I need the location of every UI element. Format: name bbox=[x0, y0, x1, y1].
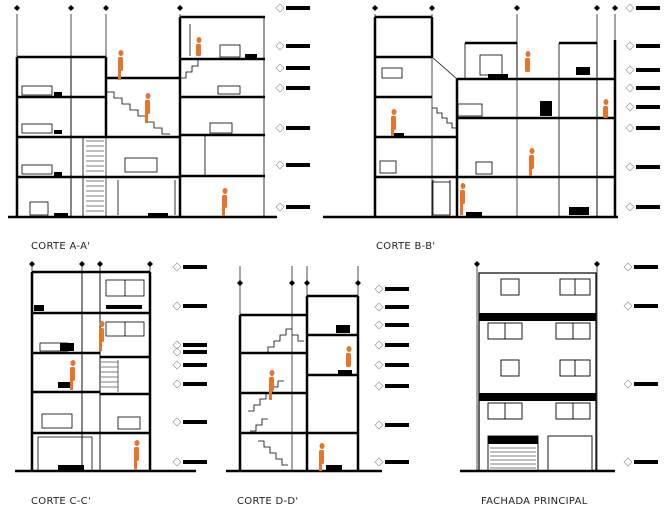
section-c-figures bbox=[70, 321, 140, 470]
axis-head bbox=[514, 5, 520, 11]
level-marker bbox=[172, 347, 207, 357]
axis-head bbox=[612, 5, 618, 11]
level-marker bbox=[172, 379, 207, 389]
level-marker bbox=[623, 262, 658, 272]
level-marker bbox=[172, 301, 207, 311]
level-marker bbox=[374, 420, 409, 430]
level-marker bbox=[374, 302, 409, 312]
axis-head bbox=[177, 5, 183, 11]
level-marker bbox=[275, 83, 310, 93]
level-marker bbox=[172, 340, 207, 350]
section-d-drawing bbox=[226, 266, 382, 473]
level-marker bbox=[623, 379, 658, 389]
axis-head bbox=[97, 261, 103, 267]
level-marker bbox=[623, 457, 658, 467]
level-markers bbox=[172, 3, 660, 467]
level-marker bbox=[275, 202, 310, 212]
axis-head bbox=[372, 5, 378, 11]
title-corte-b: CORTE B-B' bbox=[376, 241, 436, 252]
level-marker bbox=[625, 83, 660, 93]
level-marker bbox=[625, 3, 660, 13]
axis-head bbox=[14, 5, 20, 11]
level-marker bbox=[275, 63, 310, 73]
level-marker bbox=[374, 284, 409, 294]
level-marker bbox=[172, 262, 207, 272]
level-marker bbox=[623, 301, 658, 311]
level-marker bbox=[625, 202, 660, 212]
level-marker bbox=[172, 360, 207, 370]
section-b-drawing bbox=[323, 14, 618, 219]
facade-drawing bbox=[460, 266, 615, 473]
section-c-drawing bbox=[15, 266, 196, 473]
level-marker bbox=[374, 320, 409, 330]
level-marker bbox=[275, 160, 310, 170]
section-a-drawing bbox=[8, 14, 277, 219]
section-b-figures bbox=[391, 51, 609, 215]
title-fachada: FACHADA PRINCIPAL bbox=[481, 496, 588, 507]
axis-head bbox=[474, 261, 480, 267]
axis-head bbox=[289, 280, 295, 286]
title-corte-c: CORTE C-C' bbox=[31, 496, 92, 507]
level-marker bbox=[172, 417, 207, 427]
level-marker bbox=[275, 41, 310, 51]
level-marker bbox=[625, 123, 660, 133]
level-marker bbox=[374, 457, 409, 467]
level-marker bbox=[374, 340, 409, 350]
title-corte-d: CORTE D-D' bbox=[237, 496, 299, 507]
level-marker bbox=[172, 457, 207, 467]
axis-head bbox=[103, 5, 109, 11]
section-a-axes bbox=[16, 14, 181, 217]
axis-head bbox=[147, 261, 153, 267]
axis-head bbox=[594, 261, 600, 267]
axis-head bbox=[237, 280, 243, 286]
section-a-figures bbox=[118, 37, 228, 216]
level-marker bbox=[625, 102, 660, 112]
level-marker bbox=[625, 162, 660, 172]
axis-head bbox=[79, 261, 85, 267]
level-marker bbox=[374, 381, 409, 391]
axis-head bbox=[29, 261, 35, 267]
axis-head bbox=[355, 280, 361, 286]
title-corte-a: CORTE A-A' bbox=[31, 241, 91, 252]
axis-heads bbox=[14, 5, 618, 286]
level-marker bbox=[275, 123, 310, 133]
level-marker bbox=[275, 3, 310, 13]
axis-head bbox=[594, 5, 600, 11]
axis-head bbox=[68, 5, 74, 11]
level-marker bbox=[625, 41, 660, 51]
level-marker bbox=[374, 360, 409, 370]
axis-head bbox=[429, 5, 435, 11]
axis-head bbox=[304, 280, 310, 286]
section-d-figures bbox=[269, 346, 352, 471]
level-marker bbox=[625, 65, 660, 75]
